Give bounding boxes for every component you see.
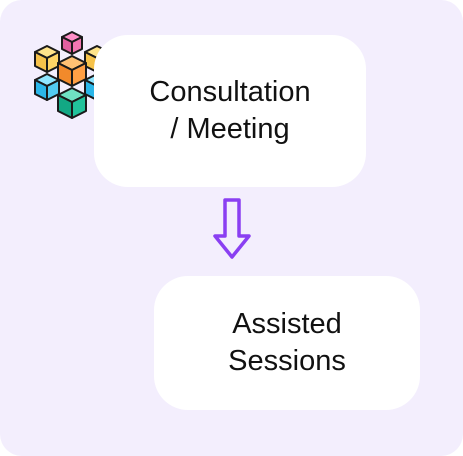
step-card-assisted-sessions: Assisted Sessions xyxy=(154,276,420,410)
step-card-consultation: Consultation / Meeting xyxy=(94,35,366,187)
down-arrow-icon xyxy=(213,198,251,259)
step-label-consultation: Consultation / Meeting xyxy=(149,76,311,145)
step-label-assisted-sessions: Assisted Sessions xyxy=(228,308,346,377)
